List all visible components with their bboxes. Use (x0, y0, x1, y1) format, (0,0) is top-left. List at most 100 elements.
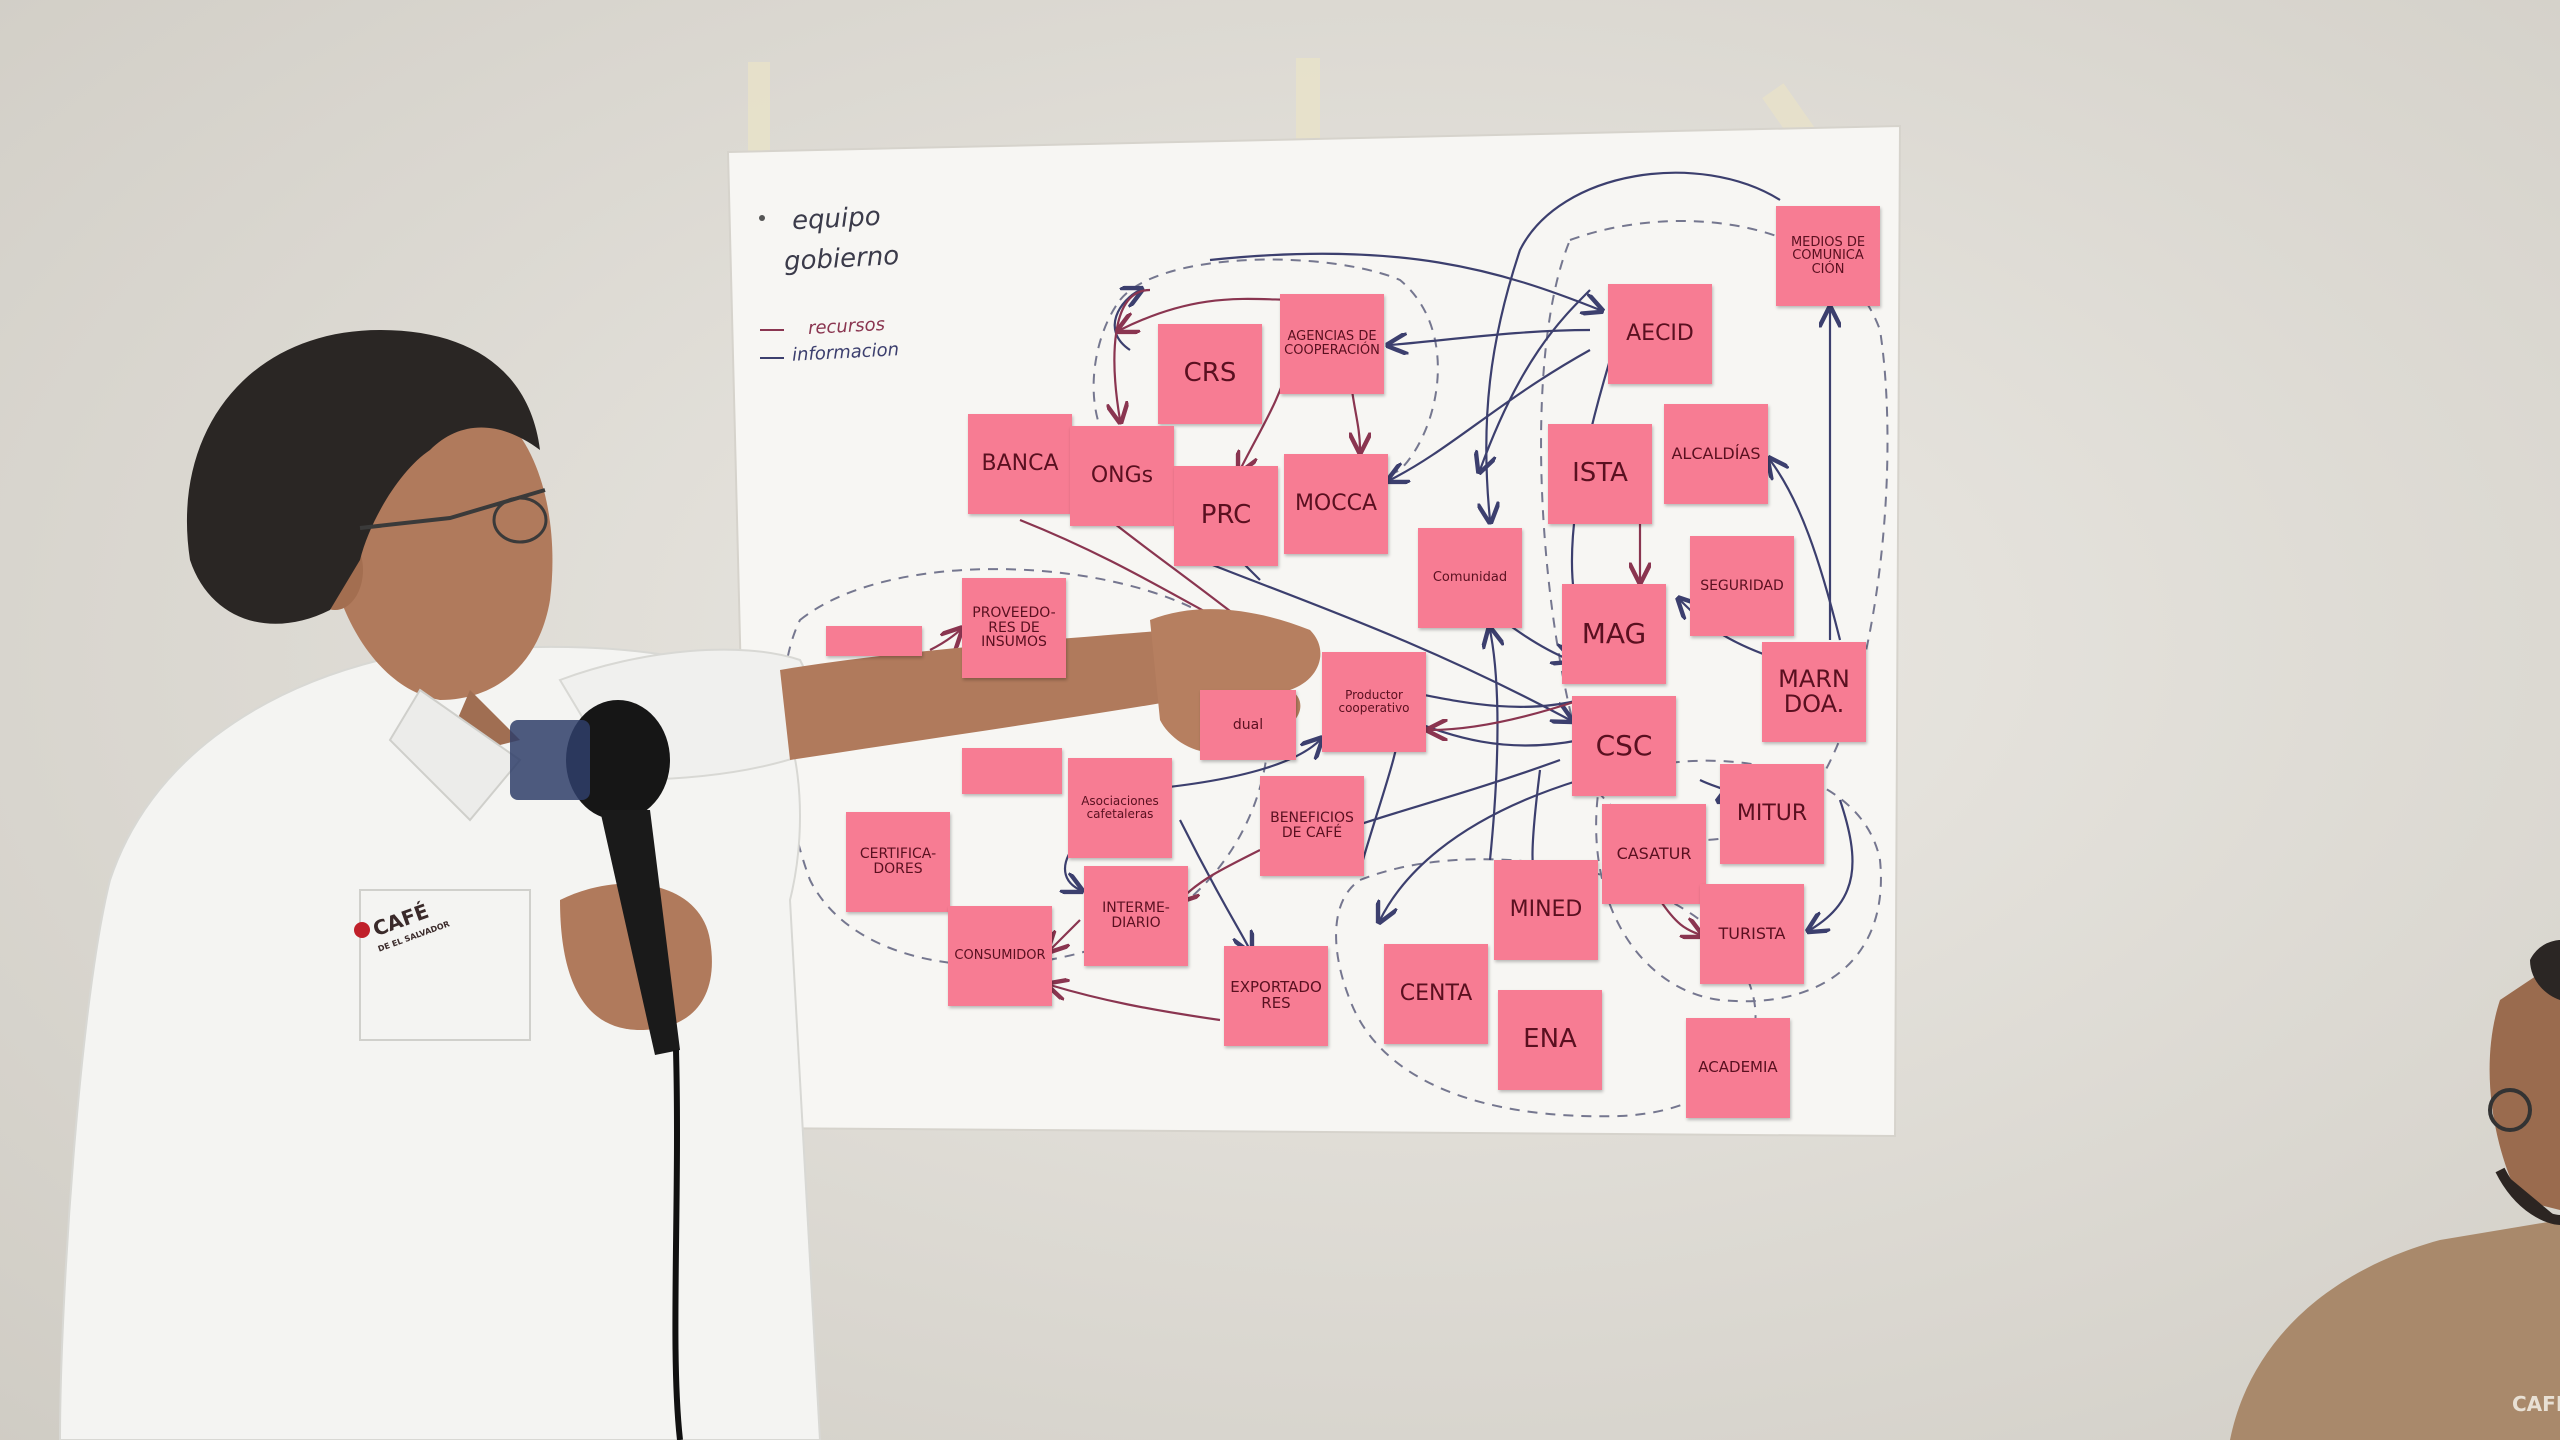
sticky-seguridad: SEGURIDAD (1690, 536, 1794, 636)
sticky-label: PROVEEDO- RES DE INSUMOS (972, 604, 1056, 651)
arrow (929, 630, 960, 651)
presenter (58, 330, 1321, 1440)
sticky-label: TURISTA (1718, 923, 1786, 943)
sticky-csc: CSC (1572, 696, 1676, 796)
sticky-aecid: AECID (1608, 284, 1712, 384)
microphone-head (566, 700, 670, 820)
shoulder-badge (510, 720, 590, 800)
sticky-ena: ENA (1498, 990, 1602, 1090)
arrow (1050, 919, 1081, 950)
sticky-agencias-de-cooperacion: AGENCIAS DE COOPERACIÓN (1280, 294, 1384, 394)
sticky-beneficios-de-cafe: BENEFICIOS DE CAFÉ (1260, 776, 1364, 876)
sticky-crs: CRS (1158, 324, 1262, 424)
legend-subtitle: gobierno (783, 241, 900, 277)
hair (2530, 940, 2560, 1000)
arrow (1480, 289, 1591, 470)
sticky-label: dual (1232, 716, 1264, 733)
sticky-centa: CENTA (1384, 944, 1488, 1044)
sticky-label: MITUR (1736, 801, 1808, 827)
sticky-label: CERTIFICA- DORES (859, 846, 937, 877)
arrow (1380, 778, 1581, 920)
sticky-turista: TURISTA (1700, 884, 1804, 984)
hair (186, 330, 540, 624)
arrow (1390, 349, 1591, 480)
arrow (1199, 558, 1570, 720)
sticky-intermediario: INTERME- DIARIO (1084, 866, 1188, 966)
legend-dot (759, 215, 765, 221)
sticky-label: ACADEMIA (1698, 1058, 1778, 1077)
sticky-productor-cooperativo: Productor cooperativo (1322, 652, 1426, 752)
sticky-label: AECID (1626, 321, 1694, 347)
sticky-label: ISTA (1572, 458, 1628, 489)
sticky-label: CONSUMIDOR (954, 948, 1046, 964)
sticky-label: CRS (1183, 358, 1237, 389)
sticky-mag: MAG (1562, 584, 1666, 684)
arrow (1179, 819, 1250, 950)
jacket (2230, 1220, 2560, 1440)
sticky-label: ONGs (1090, 463, 1154, 489)
glasses-lens (492, 496, 548, 544)
sticky-casatur: CASATUR (1602, 804, 1706, 904)
sticky-mined: MINED (1494, 860, 1598, 960)
arrow (1390, 328, 1591, 345)
arrow (1430, 698, 1581, 730)
seated-person (2230, 940, 2560, 1440)
collar (388, 688, 522, 822)
microphone-cable (672, 1049, 683, 1440)
sticky-label: CSC (1595, 729, 1653, 763)
sticky-label: Comunidad (1432, 570, 1508, 586)
sticky-label: INTERME- DIARIO (1102, 900, 1170, 931)
sticky-label: SEGURIDAD (1700, 577, 1784, 594)
sticky-label: AGENCIAS DE COOPERACIÓN (1284, 329, 1380, 358)
sticky-label: PRC (1200, 500, 1252, 531)
sticky-label: CASATUR (1616, 843, 1692, 863)
arrow (1659, 899, 1700, 935)
sticky-label: ENA (1523, 1024, 1577, 1055)
arrow (1810, 799, 1854, 930)
sticky-proveedores-de-insumos: PROVEEDO- RES DE INSUMOS (962, 578, 1066, 678)
legend-resources: recursos (807, 314, 886, 339)
sticky-label: BENEFICIOS DE CAFÉ (1270, 810, 1354, 841)
sticky-academia: ACADEMIA (1686, 1018, 1790, 1118)
sticky-label: CENTA (1399, 981, 1473, 1007)
glasses (2488, 1088, 2532, 1132)
arrow (1486, 171, 1781, 520)
sticky-exportadores: EXPORTADO RES (1224, 946, 1328, 1046)
sticky-mitur: MITUR (1720, 764, 1824, 864)
arrow (1770, 460, 1842, 641)
sticky-hidden-center (962, 748, 1062, 794)
sticky-certificadores: CERTIFICA- DORES (846, 812, 950, 912)
sticky-individual-partial: dual (1200, 690, 1296, 760)
sticky-label: MEDIOS DE COMUNICA CIÓN (1790, 234, 1866, 277)
logo-mark (354, 922, 370, 938)
sticky-label: BANCA (981, 451, 1059, 477)
sticky-ista: ISTA (1548, 424, 1652, 524)
sticky-label: MARN DOA. (1778, 664, 1850, 718)
legend-title: equipo (791, 201, 882, 237)
microphone-handle (600, 810, 680, 1055)
beard (2495, 1167, 2560, 1225)
sticky-label: Asociaciones cafetaleras (1081, 794, 1159, 821)
sticky-label: MAG (1581, 617, 1647, 651)
sticky-label: EXPORTADO RES (1230, 978, 1322, 1012)
sticky-comunidad: Comunidad (1418, 528, 1522, 628)
sticky-label: Productor cooperativo (1338, 688, 1410, 715)
sticky-prc: PRC (1174, 466, 1278, 566)
sticky-label: MINED (1509, 897, 1583, 923)
sticky-banca: BANCA (968, 414, 1072, 514)
arrow (1114, 288, 1151, 420)
arrow (1050, 985, 1221, 1022)
cluster-tourism (1595, 759, 1882, 1003)
sticky-label: ALCALDÍAS (1671, 443, 1761, 463)
sticky-asociaciones-cafetaleras: Asociaciones cafetaleras (1068, 758, 1172, 858)
sticky-mocca: MOCCA (1284, 454, 1388, 554)
sticky-medios-de-comunicacion: MEDIOS DE COMUNICA CIÓN (1776, 206, 1880, 306)
sticky-alcaldias: ALCALDÍAS (1664, 404, 1768, 504)
face (2489, 960, 2560, 1210)
sticky-ongs: ONGs (1070, 426, 1174, 526)
seated-person-logo: CAFÉ (2512, 1392, 2560, 1416)
forearm (780, 630, 1180, 760)
sticky-consumidor: CONSUMIDOR (948, 906, 1052, 1006)
sticky-label: MOCCA (1294, 491, 1378, 517)
arrow (1139, 740, 1320, 792)
